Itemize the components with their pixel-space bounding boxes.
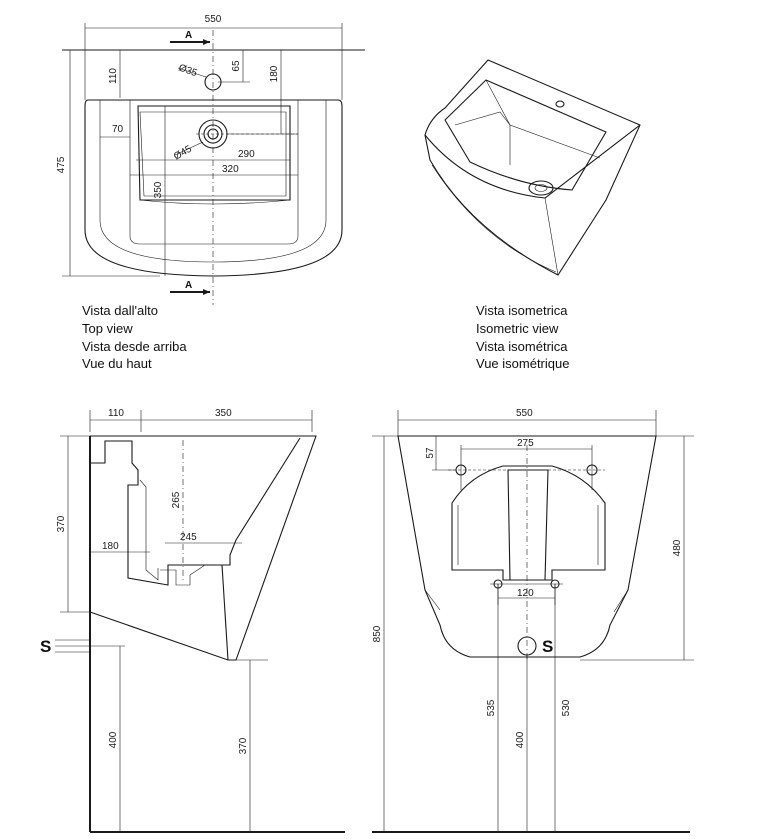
side-outlet-dim: 180 (102, 541, 119, 552)
side-floor-bottom-dim: 370 (238, 737, 249, 754)
front-530-dim: 530 (561, 699, 572, 716)
side-view: 110 350 370 265 245 180 S 400 (40, 408, 345, 833)
top-width-dim: 550 (205, 14, 222, 25)
side-inner-h-dim: 265 (171, 491, 182, 508)
inner-width-dim: 290 (238, 149, 255, 160)
side-depth-dim: 350 (215, 408, 232, 419)
front-height-dim: 480 (672, 539, 683, 556)
top-tap-drain-dim: 180 (269, 65, 280, 82)
front-view: 550 275 57 120 S (372, 408, 694, 833)
top-caption-it: Vista dall'alto (82, 303, 158, 318)
front-width-dim: 550 (516, 408, 533, 419)
top-caption-es: Vista desde arriba (82, 339, 187, 354)
front-fix-offset-dim: 57 (425, 447, 436, 459)
tap-hole-dim: Ø35 (177, 62, 199, 79)
top-back-dim: 110 (108, 68, 119, 84)
top-view: 550 475 110 65 180 A Ø35 (56, 14, 365, 371)
side-s-label: S (40, 637, 51, 656)
rim-dim: 70 (112, 124, 124, 135)
side-floor-s-dim: 400 (108, 731, 119, 748)
iso-caption-fr: Vue isométrique (476, 356, 569, 371)
top-caption-en: Top view (82, 321, 133, 336)
section-marker-top: A (185, 30, 192, 41)
side-inner-w-dim: 245 (180, 532, 197, 543)
bowl-width-dim: 320 (222, 164, 239, 175)
top-depth-dim: 475 (56, 156, 67, 173)
iso-caption-es: Vista isométrica (476, 339, 568, 354)
iso-caption-en: Isometric view (476, 321, 559, 336)
iso-caption-it: Vista isometrica (476, 303, 568, 318)
side-height-dim: 370 (56, 515, 67, 532)
top-tap-offset-dim: 65 (231, 60, 242, 72)
front-low-fix-dim: 120 (517, 588, 534, 599)
front-total-dim: 850 (372, 625, 383, 642)
isometric-view: Vista isometrica Isometric view Vista is… (424, 59, 641, 371)
bowl-depth-dim: 350 (153, 181, 164, 198)
top-caption-fr: Vue du haut (82, 356, 152, 371)
front-fix-spacing-dim: 275 (517, 438, 534, 449)
section-marker-bottom: A (185, 280, 192, 291)
front-s-height-dim: 400 (515, 731, 526, 748)
side-back-dim: 110 (108, 408, 124, 419)
front-535-dim: 535 (486, 699, 497, 716)
front-s-label: S (542, 637, 553, 656)
